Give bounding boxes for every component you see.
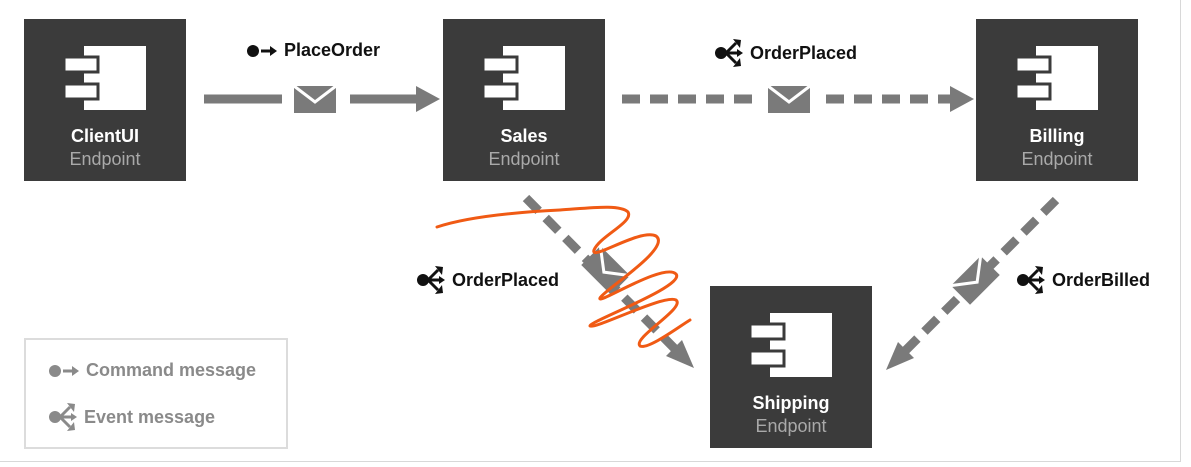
legend-row-command: Command message [48, 360, 256, 381]
endpoint-name: Shipping [752, 393, 830, 413]
event-message-icon [715, 39, 743, 67]
endpoint-name: Sales [500, 126, 548, 146]
legend-label: Event message [84, 406, 216, 427]
legend: Command message Event message [24, 338, 288, 449]
orange-scribble-annotation [435, 205, 692, 348]
event-message-icon [1017, 266, 1045, 294]
message-label-order-placed-top: OrderPlaced [714, 38, 857, 68]
endpoint-name: Billing [1029, 126, 1085, 146]
event-arrow-billing-shipping [886, 196, 1060, 370]
endpoint-type: Endpoint [755, 416, 827, 436]
message-name: OrderPlaced [750, 42, 858, 63]
event-message-icon [417, 266, 445, 294]
message-label-order-billed: OrderBilled [1016, 265, 1150, 295]
endpoint-type: Endpoint [488, 149, 560, 169]
component-icon [750, 313, 832, 377]
component-icon [1016, 46, 1098, 110]
command-message-icon [49, 364, 79, 377]
message-name: OrderBilled [1052, 269, 1151, 290]
component-icon [64, 46, 146, 110]
endpoint-sales[interactable]: Sales Endpoint [443, 19, 605, 181]
command-arrow-clientui-sales [204, 84, 440, 113]
legend-row-event: Event message [48, 402, 215, 432]
endpoint-clientui[interactable]: ClientUI Endpoint [24, 19, 186, 181]
message-name: PlaceOrder [284, 40, 381, 60]
envelope-icon [950, 255, 1000, 305]
event-message-icon [49, 403, 77, 431]
endpoint-billing[interactable]: Billing Endpoint [976, 19, 1138, 181]
event-arrow-sales-billing [622, 84, 974, 113]
legend-label: Command message [86, 360, 257, 380]
message-name: OrderPlaced [452, 269, 560, 290]
envelope-icon [767, 84, 811, 113]
message-label-place-order: PlaceOrder [246, 40, 380, 61]
message-label-order-placed-bottom: OrderPlaced [416, 265, 559, 295]
endpoint-name: ClientUI [70, 126, 139, 146]
command-message-icon [247, 44, 277, 57]
endpoint-type: Endpoint [1021, 149, 1093, 169]
endpoint-shipping[interactable]: Shipping Endpoint [710, 286, 872, 448]
endpoint-type: Endpoint [69, 149, 141, 169]
envelope-icon [293, 84, 337, 113]
component-icon [483, 46, 565, 110]
